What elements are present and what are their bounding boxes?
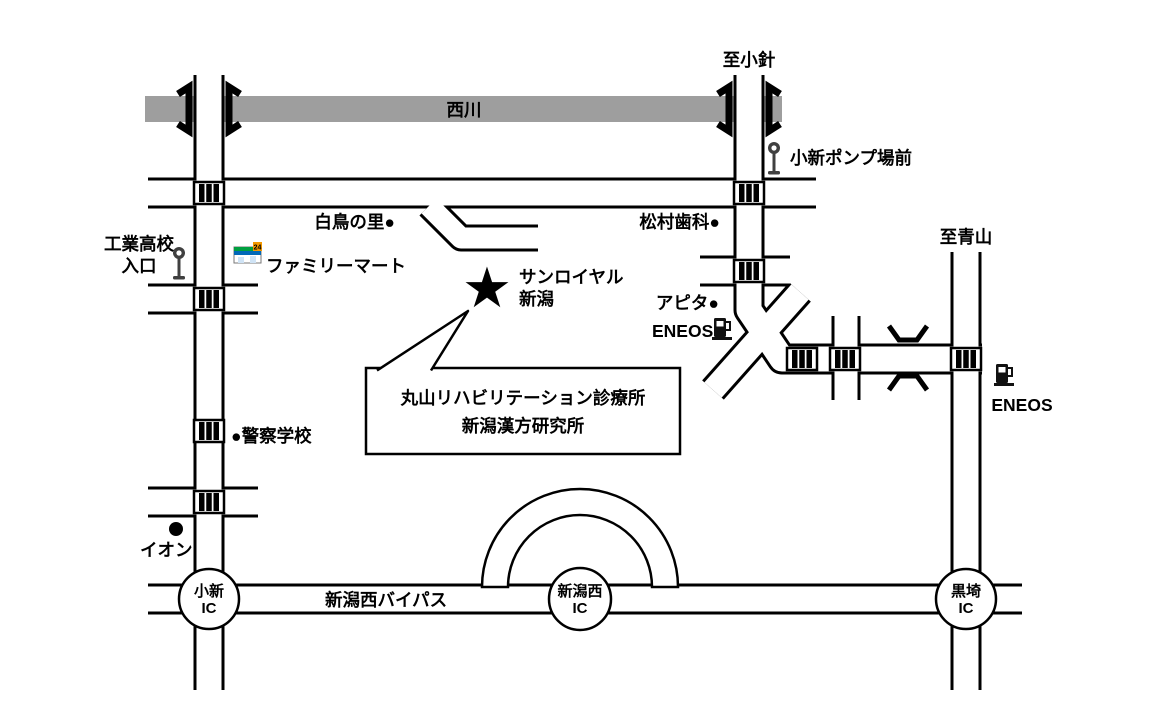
river-label: 西川 — [447, 100, 482, 120]
kurosaki-ic-label2: IC — [959, 600, 974, 617]
koshin-ic-label2: IC — [202, 600, 217, 617]
clinic-name-label2: 新潟漢方研究所 — [462, 416, 585, 436]
road-hook — [429, 206, 538, 238]
niigata-nishi-ic-label2: IC — [573, 600, 588, 617]
koshin-ic-label: 小新 — [194, 582, 224, 600]
familymart-label: ファミリーマート — [266, 256, 406, 276]
matsumura-dental-label: 松村歯科● — [639, 212, 720, 232]
ic-circle — [934, 567, 998, 631]
aeon-label: イオン — [140, 540, 193, 560]
crosswalk — [732, 180, 766, 206]
sun-royal-label2: 新潟 — [519, 289, 554, 309]
apita-label: アピタ● — [656, 293, 719, 313]
crosswalk — [192, 489, 226, 515]
bus-stop-icon — [768, 142, 780, 175]
callout-box — [364, 366, 682, 456]
bypass-name-label: 新潟西バイパス — [325, 590, 447, 610]
kurosaki-ic: 黒埼 IC — [934, 567, 998, 631]
kogyo-koko-busstop-label2: 入口 — [122, 256, 157, 276]
niigata-nishi-ic: 新潟西 IC — [547, 566, 613, 632]
ic-ramp-arch — [480, 487, 680, 589]
road-tick-bottom — [886, 373, 930, 392]
crosswalk — [192, 180, 226, 206]
sun-royal-label: サンロイヤル — [519, 267, 624, 287]
crosswalk — [732, 258, 766, 284]
koshin-pump-busstop-label: 小新ポンプ場前 — [790, 148, 912, 168]
star-icon: ★ — [462, 256, 512, 319]
kurosaki-ic-label: 黒埼 — [951, 583, 981, 600]
to-kobari-label: 至小針 — [723, 50, 776, 70]
koshin-ic: 小新 IC — [177, 567, 241, 631]
river-band — [145, 96, 782, 122]
clinic-name-label: 丸山リハビリテーション診療所 — [400, 388, 646, 408]
callout-pointer — [376, 309, 470, 372]
aeon-dot — [169, 522, 183, 536]
eneos-aoyama-label: ENEOS — [991, 395, 1052, 415]
familymart-icon: 24 — [233, 242, 262, 264]
bus-stop-icon — [173, 247, 185, 280]
crosswalk — [192, 418, 226, 444]
gas-pump-icon — [993, 363, 1015, 387]
store-blue-band — [234, 251, 261, 255]
to-aoyama-label: 至青山 — [940, 227, 993, 247]
crosswalk — [828, 346, 862, 372]
river — [145, 96, 782, 122]
crosswalk — [949, 346, 983, 372]
clinic-callout: 丸山リハビリテーション診療所 新潟漢方研究所 — [364, 309, 682, 456]
store-green-band — [234, 247, 261, 251]
store-window — [238, 257, 244, 263]
crosswalk — [785, 346, 819, 372]
police-school-label: ●警察学校 — [231, 426, 312, 446]
store-24h-tag — [253, 242, 262, 251]
gas-pump-icon — [711, 317, 733, 341]
store-door — [250, 256, 256, 263]
niigata-nishi-ic-label: 新潟西 — [557, 582, 602, 600]
kogyo-koko-busstop-label: 工業高校 — [104, 234, 174, 254]
ic-circle — [547, 566, 613, 632]
road-tick-top — [886, 324, 930, 343]
store-24h-label: 24 — [254, 245, 262, 252]
eneos-apita-label: ENEOS — [652, 321, 713, 341]
ic-circle — [177, 567, 241, 631]
shiratori-label: 白鳥の里● — [314, 212, 395, 232]
crosswalk — [192, 286, 226, 312]
